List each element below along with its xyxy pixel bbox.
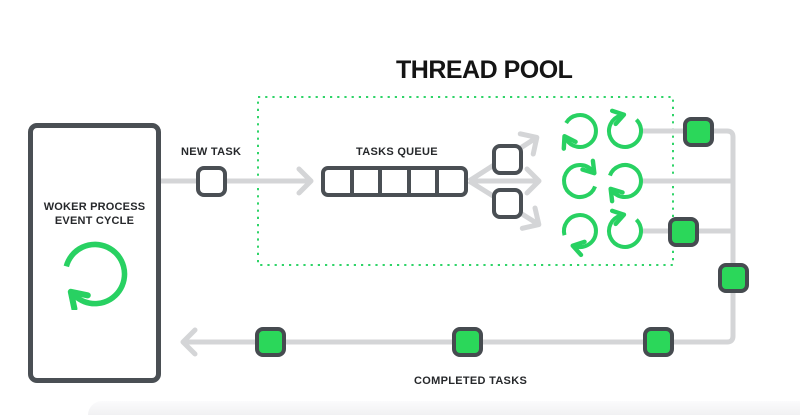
pending-task-square	[492, 188, 523, 219]
completed-tasks-return-line	[180, 128, 736, 357]
thread-spinner-icon	[605, 113, 644, 150]
pending-task-square	[492, 144, 523, 175]
thread-spinner-icon	[559, 208, 603, 252]
completed-task-square	[683, 117, 714, 147]
queue-cell	[439, 170, 464, 193]
completed-tasks-label: COMPLETED TASKS	[414, 375, 528, 387]
completed-task-square	[643, 327, 674, 357]
page-title: THREAD POOL	[396, 56, 573, 84]
new-task-square	[196, 166, 227, 197]
completed-task-square	[452, 327, 483, 357]
completed-task-square	[255, 327, 286, 357]
worker-label-line2: EVENT CYCLE	[54, 215, 135, 227]
worker-label-line1: WOKER PROCESS	[43, 201, 146, 213]
tasks-queue-label: TASKS QUEUE	[356, 146, 438, 158]
thread-spinner-icon	[562, 163, 597, 200]
completed-task-square	[718, 263, 749, 293]
event-cycle-icon	[58, 236, 132, 310]
thread-spinners	[559, 113, 644, 252]
new-task-label: NEW TASK	[181, 146, 242, 158]
queue-cell	[382, 170, 411, 193]
tasks-queue	[321, 166, 468, 197]
bottom-edge-band	[88, 401, 800, 415]
worker-process-label: WOKER PROCESS EVENT CYCLE	[33, 200, 156, 228]
worker-process-box: WOKER PROCESS EVENT CYCLE	[28, 123, 161, 383]
thread-spinner-icon	[609, 162, 644, 199]
completed-task-square	[668, 217, 699, 247]
thread-spinner-icon	[566, 115, 596, 147]
queue-cell	[411, 170, 440, 193]
queue-cell	[354, 170, 383, 193]
thread-spinner-icon	[605, 213, 644, 250]
queue-cell	[325, 170, 354, 193]
